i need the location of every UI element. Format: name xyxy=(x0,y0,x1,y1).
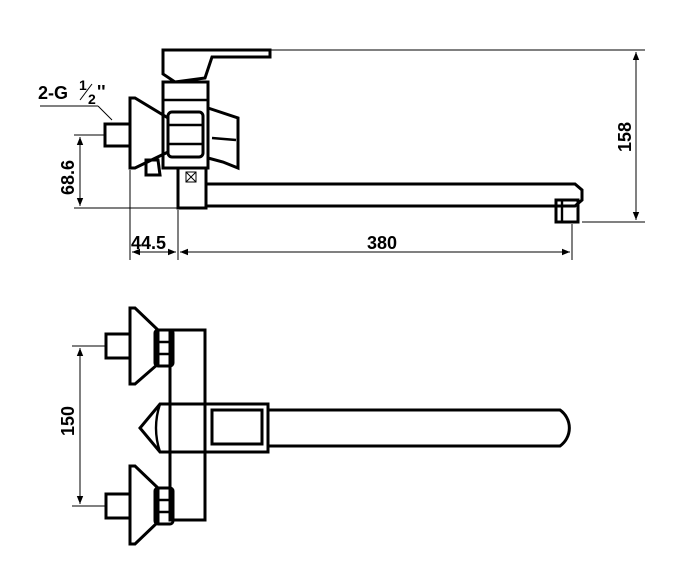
top-view: 150 xyxy=(58,306,571,546)
hex-nut xyxy=(166,110,205,159)
dimension-label-44-5: 44.5 xyxy=(131,233,166,253)
thread-numerator: 1 xyxy=(79,77,87,93)
diverter-knob xyxy=(207,106,240,171)
lower-inlet-pipe xyxy=(104,492,132,520)
thread-suffix: '' xyxy=(97,82,106,102)
side-view: 2-G 1 2 '' 158 68.6 xyxy=(38,48,645,260)
body-top xyxy=(168,328,207,522)
lever-cutout xyxy=(210,408,264,446)
upper-escutcheon xyxy=(128,306,160,386)
spout-pipe xyxy=(206,182,584,208)
dimension-158: 158 xyxy=(270,49,645,223)
aerator xyxy=(554,198,580,224)
spout-collar xyxy=(176,166,208,210)
dimension-horizontal: 44.5 380 xyxy=(129,170,573,260)
eccentric-base xyxy=(144,158,162,177)
lower-nut xyxy=(153,486,175,526)
dimension-label-150: 150 xyxy=(58,406,78,436)
thread-denominator: 2 xyxy=(88,91,96,107)
dimension-150: 150 xyxy=(58,345,106,507)
diverter-line xyxy=(211,136,237,142)
escutcheon xyxy=(128,96,170,170)
thread-label: 2-G 1 2 '' xyxy=(38,77,113,121)
lower-escutcheon xyxy=(128,464,160,546)
dimension-68-6: 68.6 xyxy=(58,134,178,209)
dimension-label-68-6: 68.6 xyxy=(58,160,78,195)
spout-top xyxy=(268,408,571,448)
collar-mark xyxy=(185,171,197,183)
dimension-label-380: 380 xyxy=(367,233,397,253)
inlet-pipe xyxy=(103,122,132,148)
upper-inlet-pipe xyxy=(104,332,132,360)
thread-prefix: 2-G xyxy=(38,83,68,103)
lever-handle xyxy=(161,48,272,84)
dimension-label-158: 158 xyxy=(615,122,635,152)
upper-nut xyxy=(153,328,175,368)
